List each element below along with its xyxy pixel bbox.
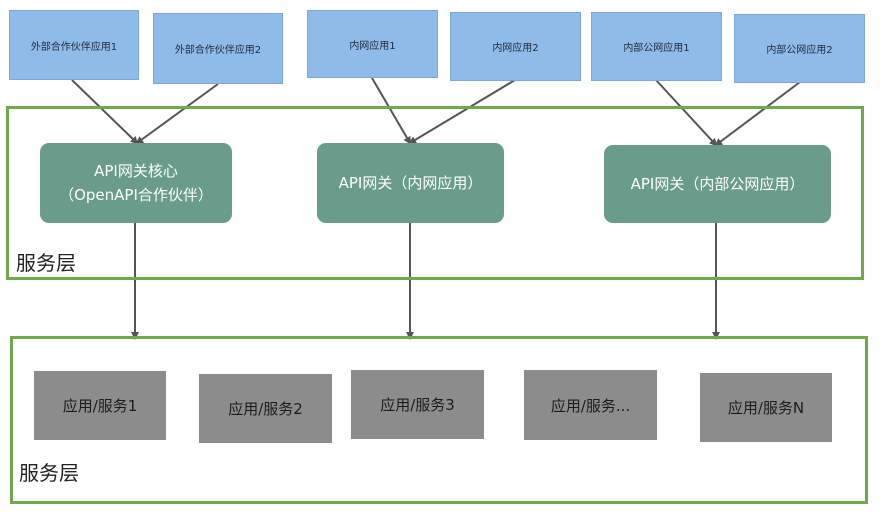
gateway-layer-label: 服务层: [16, 251, 76, 275]
service-box[interactable]: 应用/服务1: [34, 371, 166, 440]
service-label: 应用/服务N: [727, 399, 805, 417]
client-partner-app-2[interactable]: 外部合作伙伴应用2: [153, 13, 283, 84]
service-label: 应用/服务1: [62, 397, 138, 415]
service-layer: [10, 336, 868, 504]
gateway-layer: [6, 106, 864, 280]
client-label: 内部公网应用2: [766, 45, 833, 56]
client-label: 外部合作伙伴应用1: [30, 41, 118, 53]
gateway-label: API网关（内部公网应用）: [630, 175, 805, 193]
gateway-internal-public[interactable]: API网关（内部公网应用）: [604, 145, 831, 223]
gateway-label: API网关核心 （OpenAPI合作伙伴）: [59, 162, 213, 204]
client-internal-public-app-1[interactable]: 内部公网应用1: [591, 12, 722, 81]
client-label: 外部合作伙伴应用2: [174, 45, 262, 56]
service-box[interactable]: 应用/服务N: [700, 373, 832, 442]
service-box[interactable]: 应用/服务3: [351, 370, 484, 439]
service-label: 应用/服务2: [228, 400, 303, 418]
service-label: 应用/服务3: [380, 396, 455, 414]
client-intranet-app-2[interactable]: 内网应用2: [450, 12, 581, 81]
client-partner-app-1[interactable]: 外部合作伙伴应用1: [9, 10, 139, 80]
gateway-intranet[interactable]: API网关（内网应用）: [317, 143, 504, 223]
gateway-label: API网关（内网应用）: [338, 174, 483, 192]
client-label: 内网应用2: [492, 43, 539, 54]
client-internal-public-app-2[interactable]: 内部公网应用2: [734, 14, 865, 83]
service-box[interactable]: 应用/服务2: [199, 374, 332, 443]
client-label: 内网应用1: [349, 40, 396, 52]
service-box[interactable]: 应用/服务...: [524, 370, 657, 440]
client-label: 内部公网应用1: [623, 43, 690, 54]
gateway-core[interactable]: API网关核心 （OpenAPI合作伙伴）: [40, 143, 232, 223]
service-layer-label: 服务层: [19, 461, 79, 485]
service-label: 应用/服务...: [550, 396, 631, 415]
client-intranet-app-1[interactable]: 内网应用1: [307, 10, 438, 78]
